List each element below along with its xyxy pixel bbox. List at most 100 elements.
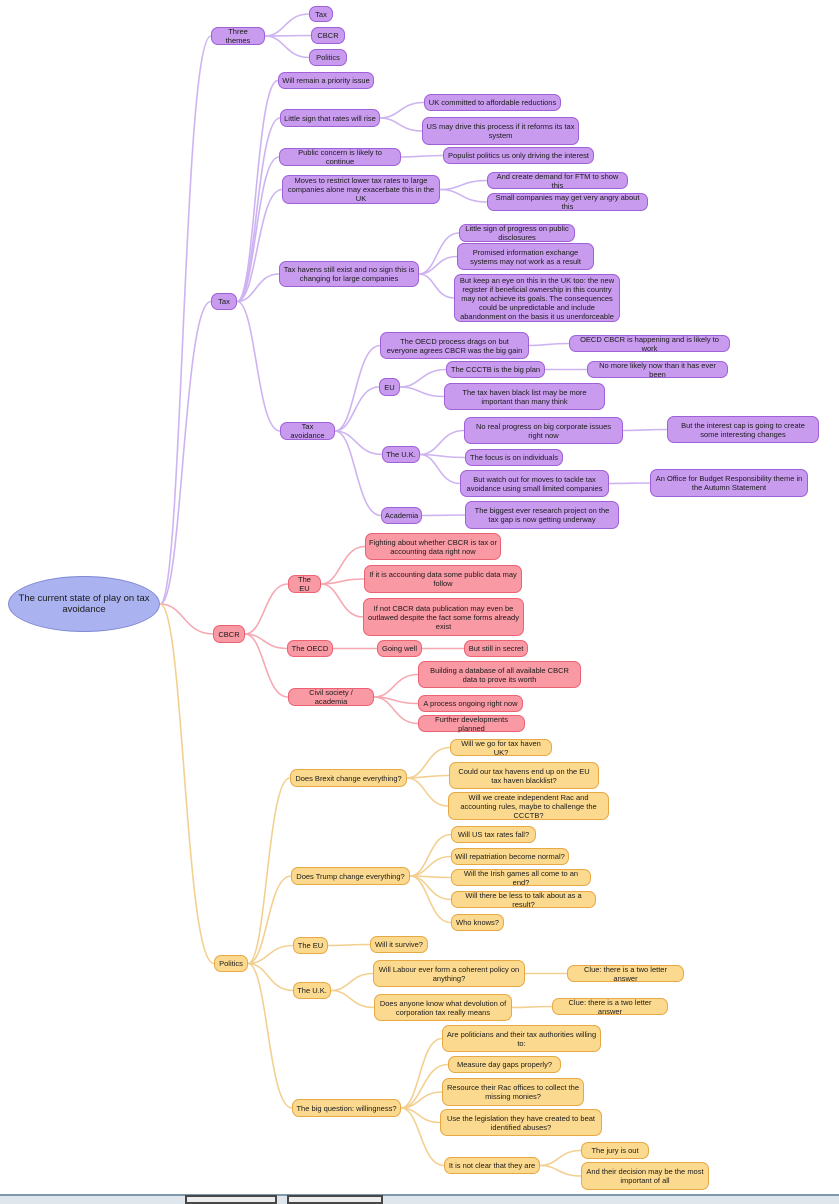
connector-eu-node-tax-haven-blacklist: [399, 386, 445, 398]
node-will-survive[interactable]: Will it survive?: [370, 936, 428, 953]
node-tax-haven-blacklist[interactable]: The tax haven black list may be more imp…: [444, 383, 605, 410]
node-oecd-cbcr-happening[interactable]: OECD CBCR is happening and is likely to …: [569, 335, 730, 353]
bottom-toolbar-button[interactable]: [185, 1195, 277, 1204]
connector-tax-havens-little-sign-progress: [418, 232, 460, 275]
node-clue-answer-1[interactable]: Clue: there is a two letter answer: [567, 965, 684, 983]
connector-little-sign-rates-uk-committed: [379, 101, 425, 119]
node-independent-rac[interactable]: Will we create independent Rac and accou…: [448, 792, 609, 820]
node-resource-offices[interactable]: Resource their Rac offices to collect th…: [442, 1078, 584, 1106]
connector-root-tax-main: [159, 300, 212, 605]
connector-politics-main-the-eu-politics: [247, 944, 294, 965]
node-tax-haven-uk[interactable]: Will we go for tax haven UK?: [450, 739, 552, 757]
node-less-to-talk[interactable]: Will there be less to talk about as a re…: [451, 891, 596, 909]
node-the-oecd-cbcr[interactable]: The OECD: [287, 640, 333, 657]
node-no-more-likely[interactable]: No more likely now than it has ever been: [587, 361, 728, 379]
node-watch-out[interactable]: But watch out for moves to tackle tax av…: [460, 470, 609, 497]
node-academia[interactable]: Academia: [381, 507, 422, 524]
node-repatriation[interactable]: Will repatriation become normal?: [451, 848, 569, 865]
connector-root-three-themes: [159, 35, 212, 605]
connector-the-uk-politics-devolution: [330, 989, 375, 1009]
node-populist-politics[interactable]: Populist politics us only driving the in…: [443, 147, 594, 164]
connector-not-clear-decision-important: [539, 1164, 582, 1177]
node-focus-individuals[interactable]: The focus is on individuals: [465, 449, 563, 466]
node-trump[interactable]: Does Trump change everything?: [291, 867, 410, 885]
node-us-rates[interactable]: Will US tax rates fall?: [451, 826, 536, 843]
node-measure-gaps[interactable]: Measure day gaps properly?: [448, 1056, 561, 1073]
node-decision-important[interactable]: And their decision may be the most impor…: [581, 1162, 709, 1190]
node-politicians-willing[interactable]: Are politicians and their tax authoritie…: [442, 1025, 601, 1052]
connector-tax-avoidance-academia: [334, 430, 382, 517]
node-brexit[interactable]: Does Brexit change everything?: [290, 769, 407, 787]
node-public-concern[interactable]: Public concern is likely to continue: [279, 148, 401, 166]
node-biggest-research[interactable]: The biggest ever research project on the…: [465, 501, 619, 529]
connector-politics-main-trump: [247, 875, 292, 965]
node-oecd-process[interactable]: The OECD process drags on but everyone a…: [380, 332, 529, 359]
node-uk-committed[interactable]: UK committed to affordable reductions: [424, 94, 561, 111]
node-eu-node[interactable]: EU: [379, 378, 400, 396]
connector-big-question-resource-offices: [400, 1091, 443, 1109]
connector-cbcr-main-the-oecd-cbcr: [244, 633, 288, 650]
node-big-question[interactable]: The big question: willingness?: [292, 1099, 401, 1117]
connector-the-eu-cbcr-accounting-data-follow: [320, 578, 365, 585]
node-civil-society[interactable]: Civil society / academia: [288, 688, 374, 706]
node-devolution[interactable]: Does anyone know what devolution of corp…: [374, 994, 512, 1021]
bottom-toolbar-button[interactable]: [287, 1195, 383, 1204]
node-tax-theme[interactable]: Tax: [309, 6, 333, 22]
node-tax-main[interactable]: Tax: [211, 293, 237, 310]
node-but-keep-eye[interactable]: But keep an eye on this in the UK too: t…: [454, 274, 620, 322]
node-tax-havens[interactable]: Tax havens still exist and no sign this …: [279, 261, 419, 287]
node-politics-main[interactable]: Politics: [214, 955, 248, 972]
node-labour-policy[interactable]: Will Labour ever form a coherent policy …: [373, 960, 525, 987]
node-small-companies[interactable]: Small companies may get very angry about…: [487, 193, 648, 211]
node-little-sign-progress[interactable]: Little sign of progress on public disclo…: [459, 224, 575, 242]
node-obr-theme[interactable]: An Office for Budget Responsibility them…: [650, 469, 808, 497]
node-cbcr-theme[interactable]: CBCR: [311, 27, 345, 44]
node-three-themes[interactable]: Three themes: [211, 27, 265, 45]
connector-tax-havens-but-keep-eye: [418, 273, 455, 299]
connector-the-uk-politics-labour-policy: [330, 972, 374, 992]
node-us-may-drive[interactable]: US may drive this process if it reforms …: [422, 117, 579, 145]
node-cbcr-main[interactable]: CBCR: [213, 625, 245, 643]
node-if-not-cbcr[interactable]: If not CBCR data publication may even be…: [363, 598, 524, 636]
connector-big-question-measure-gaps: [400, 1063, 449, 1109]
connector-the-eu-cbcr-if-not-cbcr: [320, 583, 364, 618]
node-eu-blacklist[interactable]: Could our tax havens end up on the EU ta…: [449, 762, 599, 789]
connector-politics-main-the-uk-politics: [247, 962, 294, 992]
node-accounting-data-follow[interactable]: If it is accounting data some public dat…: [364, 565, 522, 593]
connector-trump-repatriation: [409, 855, 452, 877]
node-process-ongoing[interactable]: A process ongoing right now: [418, 695, 523, 712]
node-still-secret[interactable]: But still in secret: [464, 640, 528, 657]
connector-public-concern-populist-politics: [400, 154, 444, 158]
node-interest-cap[interactable]: But the interest cap is going to create …: [667, 416, 819, 443]
node-irish-games[interactable]: Will the Irish games all come to an end?: [451, 869, 591, 887]
node-clue-answer-2[interactable]: Clue: there is a two letter answer: [552, 998, 668, 1016]
node-use-legislation[interactable]: Use the legislation they have created to…: [440, 1109, 602, 1136]
node-going-well[interactable]: Going well: [377, 640, 422, 657]
node-create-demand[interactable]: And create demand for FTM to show this: [487, 172, 628, 190]
node-promised-info[interactable]: Promised information exchange systems ma…: [457, 243, 594, 270]
node-further-developments[interactable]: Further developments planned: [418, 715, 525, 733]
node-not-clear[interactable]: It is not clear that they are: [444, 1157, 540, 1174]
connector-big-question-politicians-willing: [400, 1037, 443, 1109]
node-moves-restrict[interactable]: Moves to restrict lower tax rates to lar…: [282, 175, 440, 204]
connector-civil-society-building-database: [373, 673, 419, 698]
node-fighting-about[interactable]: Fighting about whether CBCR is tax or ac…: [365, 533, 501, 560]
node-will-remain[interactable]: Will remain a priority issue: [278, 72, 374, 89]
connector-tax-havens-promised-info: [418, 255, 458, 275]
node-politics-theme[interactable]: Politics: [309, 49, 347, 66]
node-who-knows[interactable]: Who knows?: [451, 914, 504, 931]
connector-root-cbcr-main: [159, 603, 214, 635]
node-building-database[interactable]: Building a database of all available CBC…: [418, 661, 581, 688]
connector-tax-main-will-remain: [236, 79, 279, 303]
node-ccctb-big-plan[interactable]: The CCCTB is the big plan: [446, 361, 545, 378]
connector-root-politics-main: [159, 603, 215, 965]
node-little-sign-rates[interactable]: Little sign that rates will rise: [280, 109, 380, 127]
node-the-eu-politics[interactable]: The EU: [293, 937, 328, 954]
node-the-eu-cbcr[interactable]: The EU: [288, 575, 321, 593]
node-uk-node[interactable]: The U.K.: [382, 446, 420, 463]
node-no-real-progress[interactable]: No real progress on big corporate issues…: [464, 417, 623, 444]
node-the-uk-politics[interactable]: The U.K.: [293, 982, 331, 999]
node-tax-avoidance[interactable]: Tax avoidance: [280, 422, 335, 440]
node-root[interactable]: The current state of play on tax avoidan…: [8, 576, 160, 632]
node-jury-out[interactable]: The jury is out: [581, 1142, 649, 1159]
